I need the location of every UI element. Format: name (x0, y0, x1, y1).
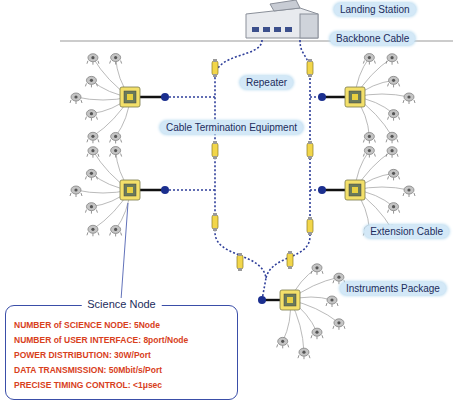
spec-line: NUMBER of USER INTERFACE: 8port/Node (14, 333, 229, 348)
leader-line (121, 203, 128, 300)
instrument-package (388, 110, 400, 121)
instrument-package (363, 54, 375, 65)
cable-termination-equipment (318, 186, 326, 194)
callout-label: Repeater (240, 76, 293, 89)
instrument-package (110, 225, 122, 236)
instrument-package (87, 147, 99, 158)
instrument-package (388, 76, 400, 87)
science-node-unit (345, 180, 365, 200)
callout-label: Instruments Package (340, 282, 446, 295)
repeater (212, 59, 218, 77)
instrument-package (311, 328, 323, 339)
science-node-unit (345, 87, 365, 107)
instrument-package (403, 186, 415, 197)
repeater (237, 253, 243, 271)
cable-termination-equipment (161, 93, 169, 101)
science-node-unit (120, 87, 140, 107)
instrument-package (70, 186, 82, 197)
instrument-package (386, 54, 398, 65)
instrument-package (363, 147, 375, 158)
cable-termination-equipment (258, 296, 266, 304)
instrument-package (85, 110, 97, 121)
box-heading: Science Node (81, 298, 162, 310)
instrument-package (87, 225, 99, 236)
repeater (287, 251, 293, 269)
spec-line: DATA TRANSMISSION: 50Mbit/s/Port (14, 363, 229, 378)
spec-box: Science NodeNUMBER of SCIENCE NODE: 5Nod… (5, 305, 238, 400)
instrument-package (85, 203, 97, 214)
callout-label: Landing Station (334, 3, 416, 16)
instrument-package (110, 147, 122, 158)
instrument-package (326, 296, 338, 307)
science-node-station (70, 147, 169, 237)
instrument-package (403, 93, 415, 104)
instrument-package (388, 169, 400, 180)
instrument-package (363, 132, 375, 143)
repeater (212, 141, 218, 159)
instrument-package (277, 337, 289, 348)
instrument-package (87, 54, 99, 65)
instrument-package (386, 132, 398, 143)
instrument-package (298, 348, 310, 359)
spec-line: NUMBER of SCIENCE NODE: 5Node (14, 318, 229, 333)
instrument-package (87, 132, 99, 143)
instrument-package (333, 319, 345, 330)
repeater (307, 141, 313, 159)
repeater (212, 213, 218, 231)
instrument-package (388, 203, 400, 214)
science-node-station (318, 147, 415, 237)
science-node-station (70, 54, 169, 144)
instrument-package (85, 169, 97, 180)
spec-line: PRECISE TIMING CONTROL: <1μsec (14, 378, 229, 393)
instrument-package (386, 147, 398, 158)
science-node-station (318, 54, 415, 144)
repeater (307, 59, 313, 77)
backbone-cable (165, 40, 322, 300)
callout-label: Cable Termination Equipment (160, 121, 303, 134)
spec-line: POWER DISTRIBUTION: 30W/Port (14, 348, 229, 363)
instrument-package (110, 132, 122, 143)
callout-label: Extension Cable (364, 225, 449, 238)
callout-label: Backbone Cable (330, 32, 415, 45)
science-node-unit (280, 290, 300, 310)
cable-termination-equipment (161, 186, 169, 194)
instrument-package (110, 54, 122, 65)
instrument-package (311, 264, 323, 275)
instrument-package (85, 76, 97, 87)
landing-station-building (246, 0, 318, 38)
repeater (307, 217, 313, 235)
science-node-unit (120, 180, 140, 200)
instrument-package (70, 93, 82, 104)
cable-termination-equipment (318, 93, 326, 101)
science-node-station (258, 264, 345, 359)
